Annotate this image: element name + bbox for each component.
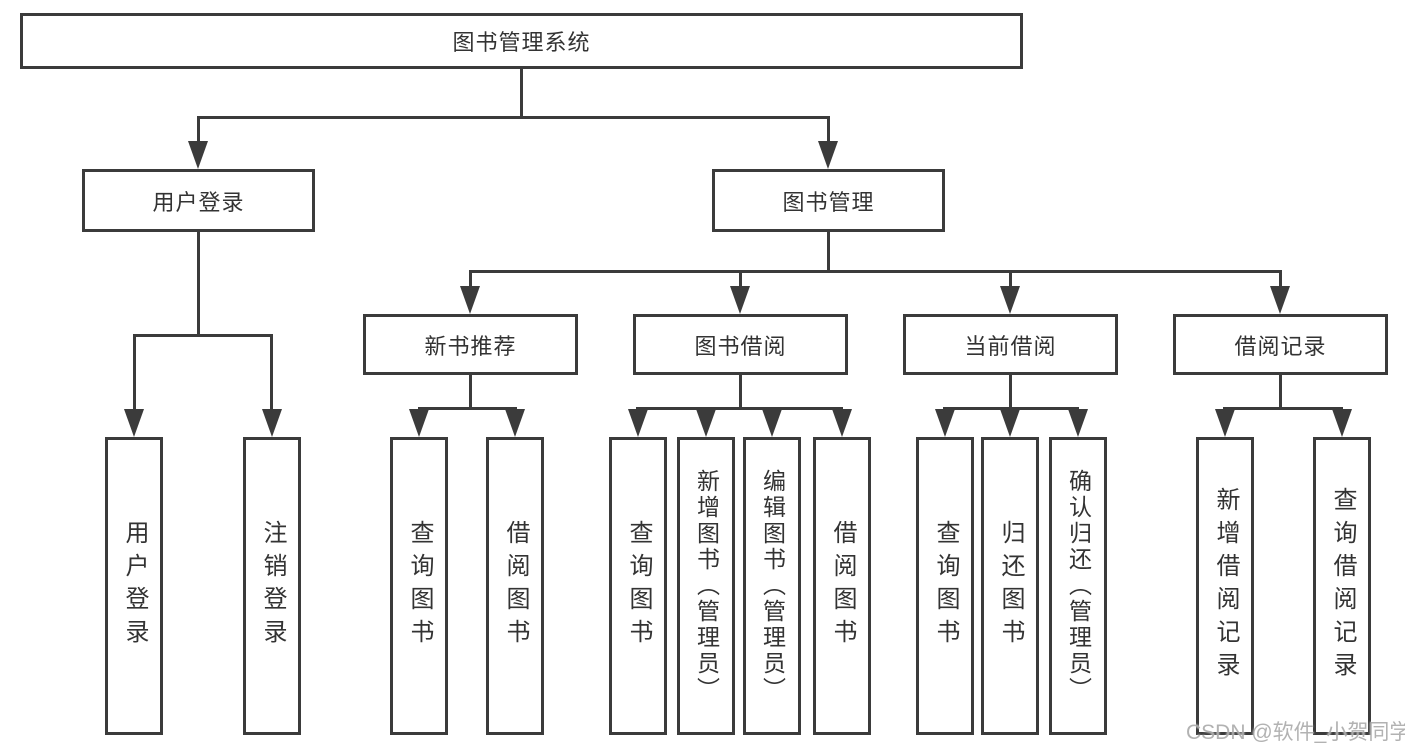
leaf-query-books-3: 查询图书 (916, 437, 974, 735)
leaf-edit-books-admin: 编辑图书（管理员） (743, 437, 801, 735)
arrow-down-icon (262, 409, 282, 437)
arrow-down-icon (818, 141, 838, 169)
arrow-down-icon (628, 409, 648, 437)
leaf-logout: 注销登录 (243, 437, 301, 735)
arrow-down-icon (696, 409, 716, 437)
connector-level2-horizontal (469, 270, 1281, 273)
leaf-return-books-label: 归还图书 (997, 520, 1024, 652)
leaf-logout-label: 注销登录 (259, 520, 286, 652)
node-root-label: 图书管理系统 (452, 30, 591, 55)
leaf-add-books-admin: 新增图书（管理员） (677, 437, 735, 735)
node-user-login-label: 用户登录 (152, 189, 245, 215)
arrow-down-icon (1215, 409, 1235, 437)
leaf-query-books-2: 查询图书 (609, 437, 667, 735)
arrow-down-icon (762, 409, 782, 437)
leaf-borrow-books-2: 借阅图书 (813, 437, 871, 735)
connector-new-books-down (469, 375, 472, 409)
connector-borrow-records-stem (1279, 270, 1282, 290)
connector-borrow-records-horizontal (1223, 407, 1343, 410)
connector-user-login-stem (197, 116, 200, 146)
leaf-add-books-admin-label: 新增图书（管理员） (693, 469, 720, 703)
arrow-down-icon (1270, 286, 1290, 314)
connector-new-books-horizontal (418, 407, 517, 410)
connector-level1-horizontal (197, 116, 830, 119)
arrow-down-icon (505, 409, 525, 437)
arrow-down-icon (1068, 409, 1088, 437)
node-book-borrow: 图书借阅 (633, 314, 848, 375)
leaf-return-books: 归还图书 (981, 437, 1039, 735)
node-new-books-label: 新书推荐 (424, 333, 517, 359)
arrow-down-icon (1000, 409, 1020, 437)
leaf-query-books-1: 查询图书 (390, 437, 448, 735)
leaf-borrow-books-1: 借阅图书 (486, 437, 544, 735)
leaf-confirm-return-admin-label: 确认归还（管理员） (1065, 469, 1092, 703)
arrow-down-icon (1000, 286, 1020, 314)
leaf-query-books-3-label: 查询图书 (932, 520, 959, 652)
leaf-user-login: 用户登录 (105, 437, 163, 735)
arrow-down-icon (730, 286, 750, 314)
node-book-mgmt: 图书管理 (712, 169, 945, 232)
connector-root-stem (520, 69, 523, 117)
arrow-down-icon (1332, 409, 1352, 437)
leaf-user-login-label: 用户登录 (121, 520, 148, 652)
arrow-down-icon (832, 409, 852, 437)
leaf-query-books-2-label: 查询图书 (625, 520, 652, 652)
arrow-down-icon (124, 409, 144, 437)
connector-user-login-horizontal (133, 334, 273, 337)
node-borrow-records-label: 借阅记录 (1234, 333, 1327, 359)
arrow-down-icon (188, 141, 208, 169)
connector-book-mgmt-down (827, 232, 830, 272)
connector-book-borrow-stem (739, 270, 742, 290)
leaf-confirm-return-admin: 确认归还（管理员） (1049, 437, 1107, 735)
node-current-borrow: 当前借阅 (903, 314, 1118, 375)
node-book-borrow-label: 图书借阅 (694, 333, 787, 359)
connector-book-borrow-down (739, 375, 742, 409)
leaf-edit-books-admin-label: 编辑图书（管理员） (759, 469, 786, 703)
connector-logout-child-stem (270, 334, 273, 412)
leaf-borrow-books-2-label: 借阅图书 (829, 520, 856, 652)
node-new-books: 新书推荐 (363, 314, 578, 375)
node-user-login: 用户登录 (82, 169, 315, 232)
leaf-add-borrow-record-label: 新增借阅记录 (1212, 487, 1239, 685)
connector-current-borrow-down (1009, 375, 1012, 409)
connector-user-login-down (197, 232, 200, 337)
connector-login-child-stem (133, 334, 136, 412)
leaf-query-borrow-record-label: 查询借阅记录 (1329, 487, 1356, 685)
arrow-down-icon (460, 286, 480, 314)
node-root: 图书管理系统 (20, 13, 1023, 69)
connector-current-borrow-horizontal (943, 407, 1079, 410)
arrow-down-icon (935, 409, 955, 437)
node-book-mgmt-label: 图书管理 (782, 189, 875, 215)
connector-borrow-records-down (1279, 375, 1282, 409)
leaf-add-borrow-record: 新增借阅记录 (1196, 437, 1254, 735)
arrow-down-icon (409, 409, 429, 437)
csdn-watermark: CSDN @软件_小贺同学 (1186, 721, 1405, 744)
node-current-borrow-label: 当前借阅 (964, 333, 1057, 359)
leaf-borrow-books-1-label: 借阅图书 (502, 520, 529, 652)
connector-current-borrow-stem (1009, 270, 1012, 290)
leaf-query-borrow-record: 查询借阅记录 (1313, 437, 1371, 735)
connector-book-mgmt-stem (827, 116, 830, 146)
connector-book-borrow-horizontal (636, 407, 843, 410)
connector-new-books-stem (469, 270, 472, 290)
leaf-query-books-1-label: 查询图书 (406, 520, 433, 652)
node-borrow-records: 借阅记录 (1173, 314, 1388, 375)
